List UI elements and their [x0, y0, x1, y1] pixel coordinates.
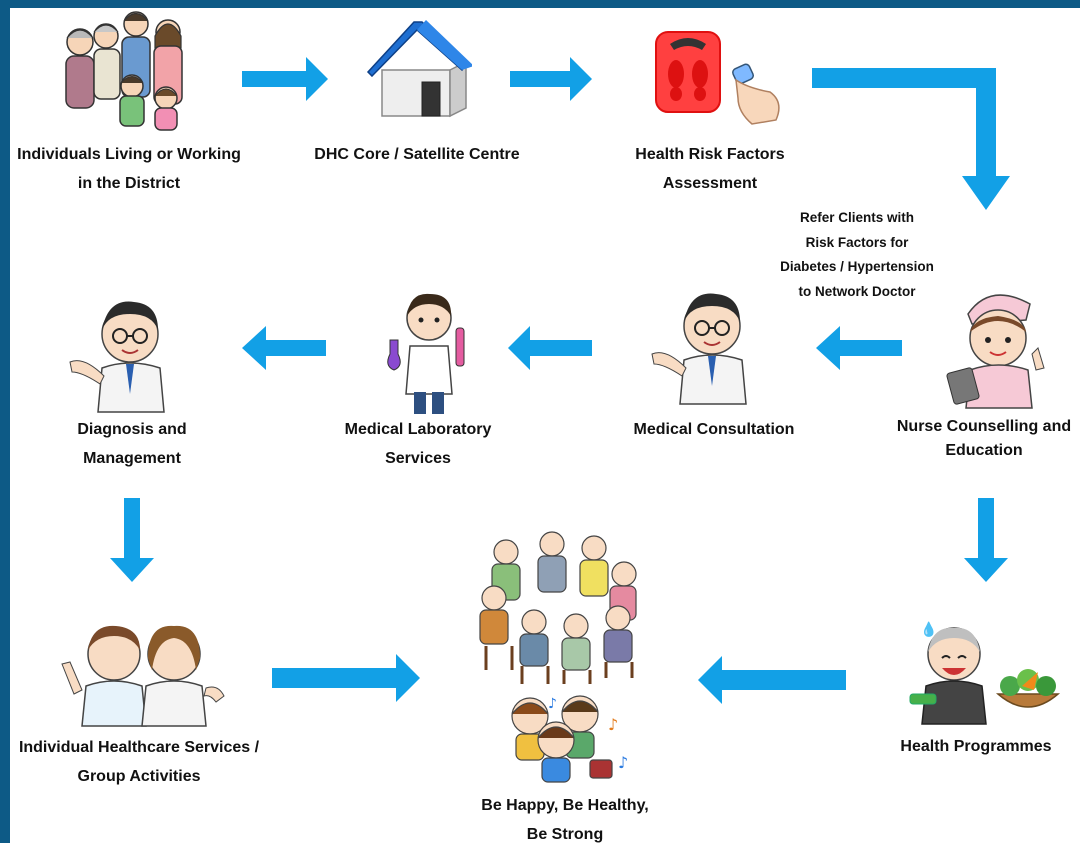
svg-text:♪: ♪	[618, 753, 628, 772]
arrow-diagnosis-to-services	[110, 498, 154, 582]
arrow-lab-to-diagnosis	[242, 326, 326, 370]
doctor-icon	[651, 293, 747, 405]
node-individual-services-label: Individual Healthcare Services /Group Ac…	[18, 739, 260, 785]
exercise-elder-icon: 💧	[909, 621, 1061, 725]
arrow-consultation-to-lab	[508, 326, 592, 370]
flow-diagram: ♪ ♪ ♪ 💧	[10, 8, 1080, 843]
node-outcome-label: Be Happy, Be Healthy,Be Strong	[481, 797, 649, 843]
happy-kids-icon: ♪ ♪ ♪	[511, 695, 628, 783]
node-dhc-label: DHC Core / Satellite Centre	[314, 146, 520, 163]
group-activity-icon	[479, 531, 637, 684]
node-consultation-label: Medical Consultation	[633, 421, 795, 438]
family-icon	[65, 11, 183, 131]
arrow-dhc-to-assessment	[510, 57, 592, 101]
svg-text:💧: 💧	[920, 621, 937, 638]
svg-text:♪: ♪	[548, 696, 557, 712]
arrow-programmes-to-outcome	[698, 656, 846, 704]
flow-arrows	[110, 57, 1010, 704]
house-icon	[366, 20, 472, 118]
arrow-nurse-to-programmes	[964, 498, 1008, 582]
svg-text:♪: ♪	[608, 715, 618, 734]
nurse-icon	[946, 294, 1045, 409]
arrow-services-to-outcome	[272, 654, 420, 702]
arrow-individuals-to-dhc	[242, 57, 328, 101]
arrow-nurse-to-consultation	[816, 326, 902, 370]
arrow-assessment-to-nurse	[812, 68, 1010, 210]
scale-icon	[655, 31, 780, 125]
healthcare-workers-icon	[61, 625, 225, 727]
lab-scientist-icon	[387, 293, 465, 414]
node-programmes-label: Health Programmes	[900, 738, 1052, 755]
doctor-icon	[69, 301, 165, 413]
